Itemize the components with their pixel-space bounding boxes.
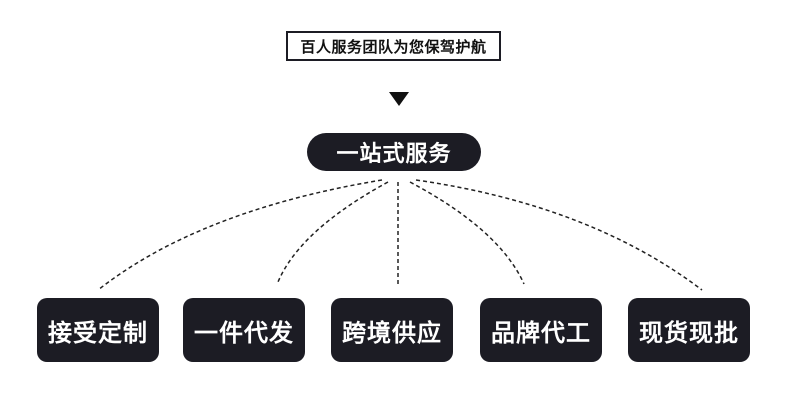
- service-label: 品牌代工: [491, 318, 591, 347]
- connector-line-5: [415, 179, 703, 291]
- connector-line-2: [277, 181, 389, 283]
- hub-node: 一站式服务: [307, 133, 481, 171]
- service-box-oem: 品牌代工: [480, 298, 602, 362]
- service-box-dropship: 一件代发: [183, 298, 305, 362]
- service-label: 现货现批: [639, 318, 739, 347]
- tagline-text: 百人服务团队为您保驾护航: [300, 37, 487, 56]
- service-box-wholesale: 现货现批: [628, 298, 750, 362]
- down-triangle-icon: [389, 92, 409, 106]
- service-box-custom: 接受定制: [37, 298, 159, 362]
- service-box-crossborder: 跨境供应: [331, 298, 453, 362]
- connector-line-1: [97, 179, 383, 291]
- service-label: 一件代发: [194, 318, 294, 347]
- connector-line-4: [409, 181, 525, 285]
- service-label: 接受定制: [48, 318, 148, 347]
- service-label: 跨境供应: [342, 318, 442, 347]
- hub-label: 一站式服务: [336, 142, 452, 167]
- tagline-box: 百人服务团队为您保驾护航: [286, 31, 501, 61]
